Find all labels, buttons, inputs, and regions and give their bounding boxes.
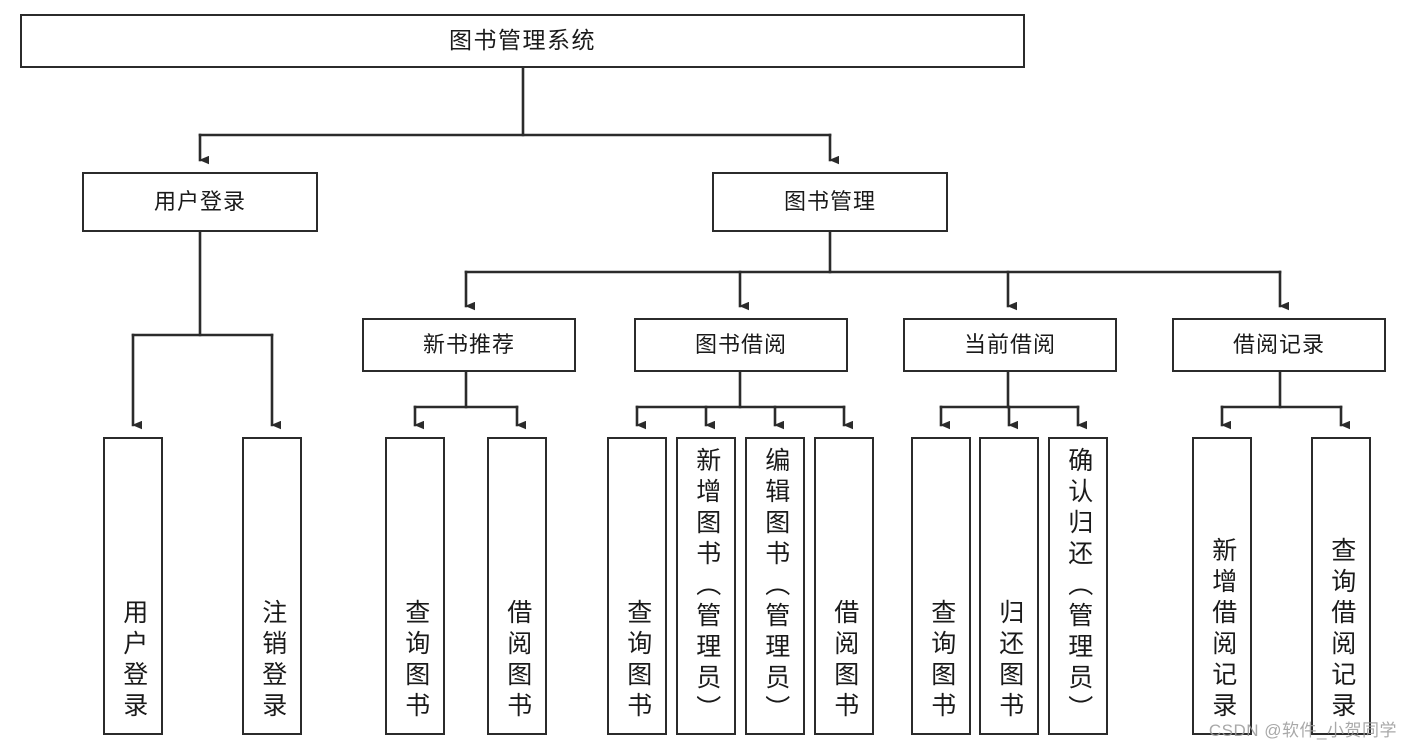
watermark: CSDN @软件_小贺同学 [1208, 721, 1397, 740]
leaf-search-book-recommend[interactable]: 查询图书 [385, 437, 445, 735]
leaf-user-logout[interactable]: 注销登录 [242, 437, 302, 735]
node-label: 新增借阅记录 [1208, 537, 1237, 723]
node-label: 新增图书（管理员） [692, 447, 721, 726]
node-label: 图书管理 [783, 189, 876, 215]
node-label: 注销登录 [258, 599, 287, 723]
leaf-add-book-admin[interactable]: 新增图书（管理员） [676, 437, 736, 735]
node-label: 借阅图书 [503, 599, 532, 723]
leaf-borrow-book[interactable]: 借阅图书 [814, 437, 874, 735]
node-label: 查询图书 [927, 599, 956, 723]
node-label: 图书借阅 [694, 332, 787, 358]
leaf-search-borrow-record[interactable]: 查询借阅记录 [1311, 437, 1371, 735]
node-label: 查询借阅记录 [1327, 537, 1356, 723]
leaf-borrow-book-recommend[interactable]: 借阅图书 [487, 437, 547, 735]
node-label: 借阅记录 [1232, 332, 1325, 358]
node-label: 归还图书 [995, 599, 1024, 723]
node-root-system[interactable]: 图书管理系统 [20, 14, 1025, 68]
leaf-user-login[interactable]: 用户登录 [103, 437, 163, 735]
node-label: 借阅图书 [830, 599, 859, 723]
node-label: 确认归还（管理员） [1064, 447, 1093, 726]
node-book-borrow[interactable]: 图书借阅 [634, 318, 848, 372]
node-new-book-recommend[interactable]: 新书推荐 [362, 318, 576, 372]
leaf-return-book[interactable]: 归还图书 [979, 437, 1039, 735]
leaf-edit-book-admin[interactable]: 编辑图书（管理员） [745, 437, 805, 735]
leaf-confirm-return-admin[interactable]: 确认归还（管理员） [1048, 437, 1108, 735]
node-label: 图书管理系统 [449, 27, 596, 54]
leaf-add-borrow-record[interactable]: 新增借阅记录 [1192, 437, 1252, 735]
node-label: 查询图书 [401, 599, 430, 723]
node-label: 当前借阅 [963, 332, 1056, 358]
node-label: 编辑图书（管理员） [761, 447, 790, 726]
node-label: 查询图书 [623, 599, 652, 723]
leaf-search-book-borrow[interactable]: 查询图书 [607, 437, 667, 735]
node-user-login[interactable]: 用户登录 [82, 172, 318, 232]
node-borrow-record[interactable]: 借阅记录 [1172, 318, 1386, 372]
node-label: 用户登录 [153, 189, 246, 215]
node-current-borrow[interactable]: 当前借阅 [903, 318, 1117, 372]
node-label: 新书推荐 [422, 332, 515, 358]
leaf-search-book-current[interactable]: 查询图书 [911, 437, 971, 735]
node-book-management[interactable]: 图书管理 [712, 172, 948, 232]
node-label: 用户登录 [119, 599, 148, 723]
